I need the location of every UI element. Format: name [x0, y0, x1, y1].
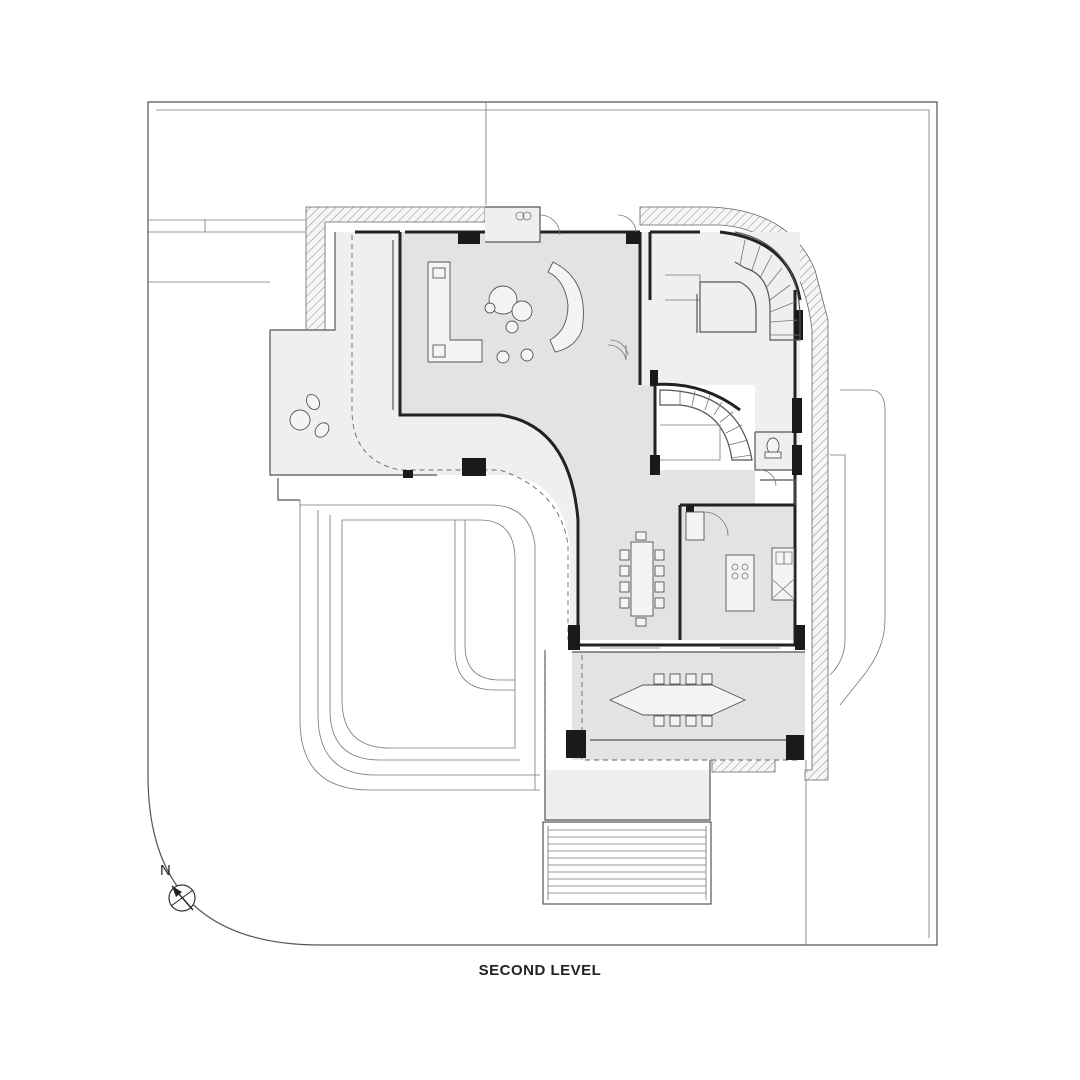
north-label: N — [160, 862, 171, 879]
terraces — [269, 232, 711, 821]
outdoor-dining — [608, 673, 747, 727]
curved-gallery — [351, 232, 580, 640]
terrace-seating — [289, 394, 330, 438]
site-boundary — [147, 101, 938, 946]
north-arrow-icon — [168, 884, 196, 912]
kitchen — [600, 511, 795, 649]
living-room — [427, 261, 627, 364]
drawing-title: SECOND LEVEL — [478, 962, 602, 979]
top-entry — [485, 206, 637, 243]
driveway-curves — [299, 389, 886, 791]
staircase — [609, 231, 801, 461]
dining-area — [619, 531, 665, 627]
walls — [355, 230, 805, 761]
entrance-steps — [542, 821, 712, 905]
powder-room — [759, 437, 782, 487]
